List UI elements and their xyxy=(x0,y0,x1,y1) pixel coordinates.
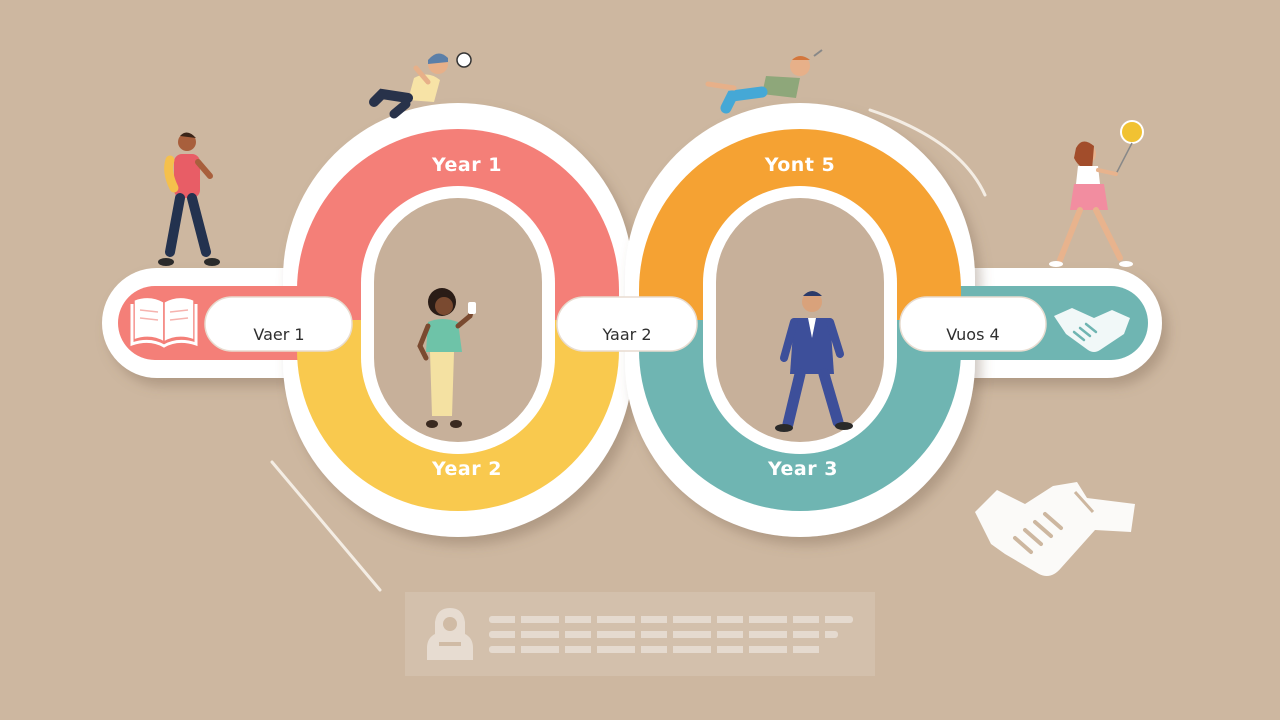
large-handshake-icon xyxy=(975,482,1135,576)
loop-label-year-1: Year 1 xyxy=(431,154,502,176)
handshake-icon xyxy=(1054,308,1130,352)
loop-label-yont-5: Yont 5 xyxy=(764,154,836,176)
decorative-line-left xyxy=(270,460,382,592)
pill-left: Vaer 1 xyxy=(204,296,353,352)
person-phone-icon xyxy=(417,288,476,428)
pill-label-left: Vaer 1 xyxy=(253,325,304,344)
caption-line xyxy=(489,645,824,653)
decorative-line-right xyxy=(868,108,987,197)
pill-center: Yaar 2 xyxy=(556,296,698,352)
loop-label-year-3: Year 3 xyxy=(767,458,838,480)
pill-right: Vuos 4 xyxy=(899,296,1047,352)
left-loop-hole xyxy=(374,198,542,442)
person-diving-icon xyxy=(705,49,823,114)
loop-label-year-2: Year 2 xyxy=(431,458,502,480)
pill-label-right: Vuos 4 xyxy=(946,325,999,344)
caption-line xyxy=(489,630,839,638)
open-book-icon xyxy=(130,296,198,348)
person-balloon-icon xyxy=(1049,120,1144,267)
person-suit-icon xyxy=(775,291,853,432)
person-walking-icon xyxy=(158,132,220,266)
badge-icon xyxy=(427,608,473,660)
caption-line xyxy=(489,615,853,623)
caption-box xyxy=(405,592,875,676)
pill-label-center: Yaar 2 xyxy=(601,325,651,344)
person-diving-icon xyxy=(369,52,472,119)
caption-text-lines xyxy=(489,608,875,661)
